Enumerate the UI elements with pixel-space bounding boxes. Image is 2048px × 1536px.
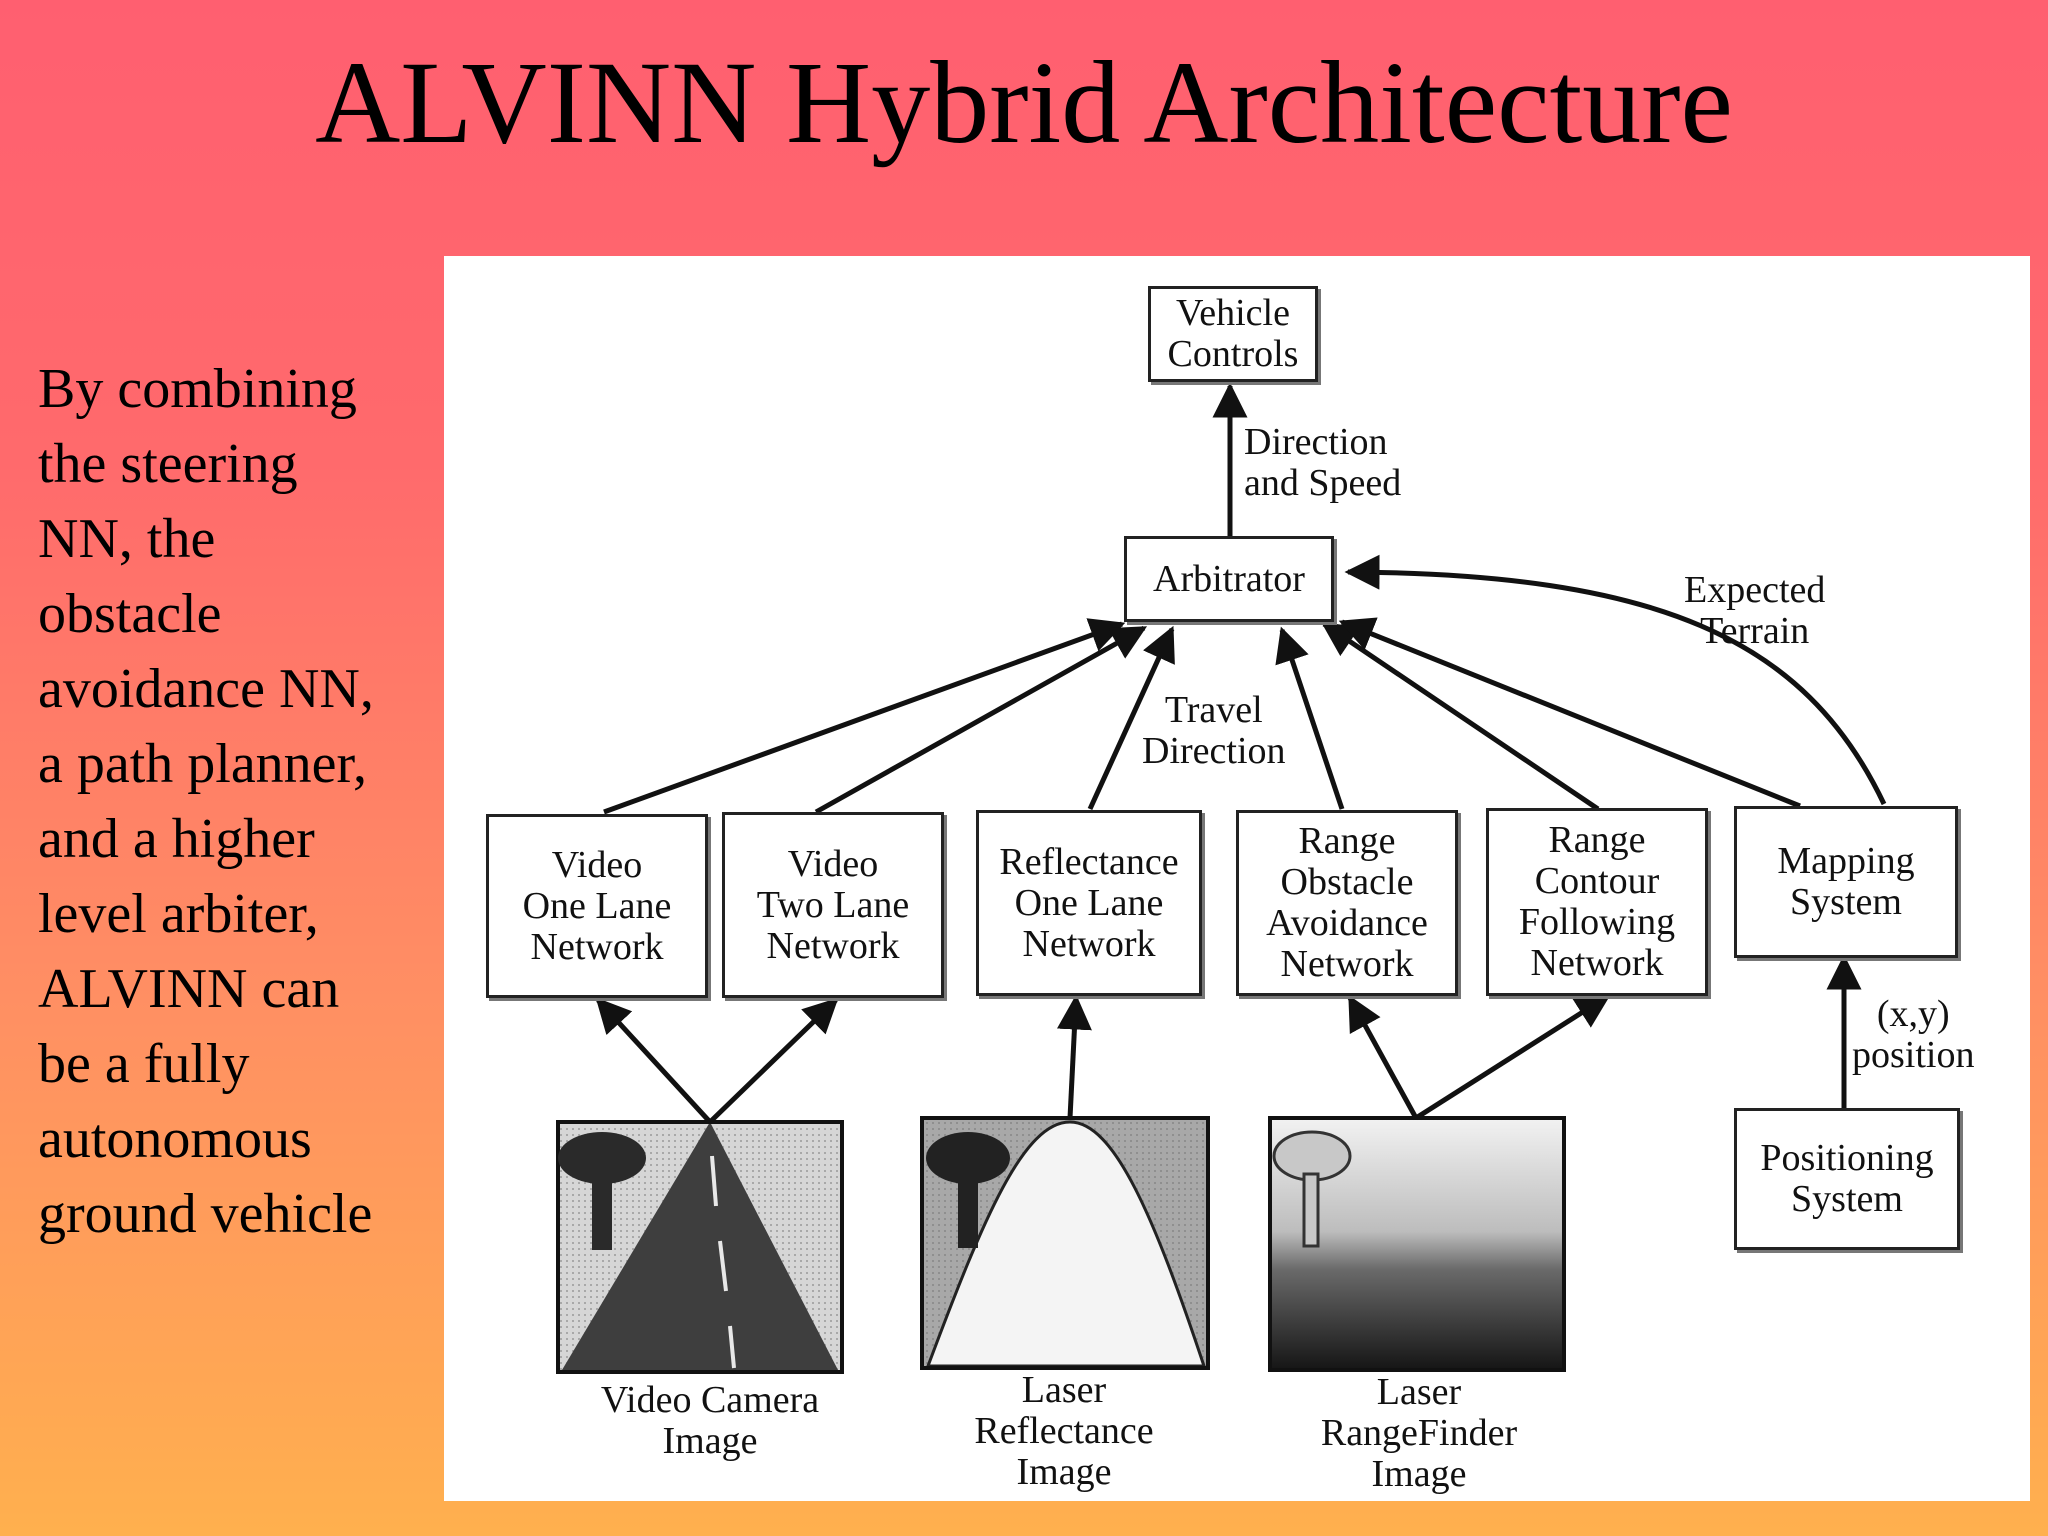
box-label: Arbitrator xyxy=(1153,557,1305,600)
box-label: Positioning xyxy=(1760,1137,1934,1179)
box-label: Obstacle xyxy=(1280,861,1414,903)
box-label: Two Lane xyxy=(756,883,910,926)
box-label: Mapping xyxy=(1777,840,1915,882)
expected-terrain-label: Expected Terrain xyxy=(1684,570,1825,652)
label-line: (x,y) xyxy=(1876,993,1950,1035)
box-label: Network xyxy=(766,924,900,967)
box-label: Avoidance xyxy=(1266,902,1428,944)
arrow-camera-to-video-one xyxy=(595,997,712,1124)
description-line: the steering xyxy=(38,433,298,495)
laser-rangefinder-image xyxy=(1268,1116,1566,1372)
description-line: be a fully xyxy=(38,1033,250,1095)
box-label: Network xyxy=(1280,943,1414,985)
video-camera-image-caption: Video Camera Image xyxy=(580,1380,840,1462)
laser-reflectance-image-caption: Laser Reflectance Image xyxy=(964,1370,1164,1493)
box-label: Range xyxy=(1548,819,1646,861)
diagram-connectors xyxy=(556,382,1887,1374)
description-line: By combining xyxy=(38,358,357,420)
box-label: Reflectance xyxy=(999,840,1179,883)
arrow-reflectance-to-arbitrator xyxy=(1087,625,1175,811)
label-line: Image xyxy=(662,1420,758,1462)
description-line: level arbiter, xyxy=(38,883,319,945)
range-contour-following-network-box: Range Contour Following Network xyxy=(1486,808,1708,996)
label-line: Expected xyxy=(1684,569,1826,611)
xy-position-label: (x,y) position xyxy=(1852,994,1974,1076)
description-line: avoidance NN, xyxy=(38,658,374,720)
video-one-lane-network-box: Video One Lane Network xyxy=(486,814,708,998)
label-line: Laser xyxy=(1021,1369,1107,1411)
box-label: Network xyxy=(1022,922,1156,965)
box-label: Video xyxy=(787,842,879,885)
description-line: obstacle xyxy=(38,583,222,645)
reflectance-one-lane-network-box: Reflectance One Lane Network xyxy=(976,810,1202,996)
description-line: autonomous xyxy=(38,1108,312,1170)
architecture-diagram: Vehicle Controls Arbitrator Video One La… xyxy=(444,256,2030,1501)
label-line: Laser xyxy=(1376,1371,1462,1413)
description-line: NN, the xyxy=(38,508,216,570)
label-line: Image xyxy=(1016,1451,1112,1493)
box-label: Video xyxy=(551,843,643,886)
box-label: Network xyxy=(530,925,664,968)
box-label: One Lane xyxy=(522,884,672,927)
range-obstacle-avoidance-network-box: Range Obstacle Avoidance Network xyxy=(1236,810,1458,996)
laser-rangefinder-image-caption: Laser RangeFinder Image xyxy=(1304,1372,1534,1495)
label-line: and Speed xyxy=(1244,462,1402,504)
direction-and-speed-label: Direction and Speed xyxy=(1244,422,1401,504)
mapping-system-box: Mapping System xyxy=(1734,806,1958,958)
label-line: Terrain xyxy=(1700,610,1810,652)
arrow-camera-to-video-two xyxy=(708,997,839,1124)
box-label: Network xyxy=(1530,942,1664,984)
box-label: System xyxy=(1790,881,1902,923)
box-label: Controls xyxy=(1167,333,1299,375)
label-line: Image xyxy=(1371,1453,1467,1495)
arrow-video-one-to-arbitrator xyxy=(603,618,1126,815)
slide-title: ALVINN Hybrid Architecture xyxy=(315,37,1733,168)
arrow-reflectance-image-to-network xyxy=(1056,994,1092,1119)
box-label: Range xyxy=(1298,820,1396,862)
description-text: By combining the steering NN, the obstac… xyxy=(38,352,428,1252)
arrow-rangefinder-to-obstacle xyxy=(1347,994,1419,1120)
description-line: and a higher xyxy=(38,808,315,870)
box-label: One Lane xyxy=(1014,881,1164,924)
vehicle-controls-box: Vehicle Controls xyxy=(1148,286,1318,382)
label-line: Reflectance xyxy=(974,1410,1154,1452)
label-line: RangeFinder xyxy=(1320,1412,1518,1454)
label-line: Direction xyxy=(1244,421,1388,463)
label-line: Travel xyxy=(1164,689,1263,731)
description-line: a path planner, xyxy=(38,733,367,795)
arrow-range-obstacle-to-arbitrator xyxy=(1275,626,1345,810)
label-line: Video Camera xyxy=(600,1379,820,1421)
box-label: Following xyxy=(1518,901,1676,943)
box-label: Vehicle xyxy=(1176,292,1290,334)
arrow-video-two-to-arbitrator xyxy=(814,625,1148,815)
description-line: ALVINN can xyxy=(38,958,340,1020)
arrow-rangefinder-to-contour xyxy=(1414,993,1611,1121)
arrow-expected-terrain xyxy=(1344,554,1887,806)
positioning-system-box: Positioning System xyxy=(1734,1108,1960,1250)
video-two-lane-network-box: Video Two Lane Network xyxy=(722,812,944,998)
arbitrator-box: Arbitrator xyxy=(1124,536,1334,622)
label-line: position xyxy=(1852,1034,1975,1076)
box-label: System xyxy=(1791,1178,1903,1220)
description-line: ground vehicle xyxy=(38,1183,373,1245)
arrow-mapping-to-arbitrator xyxy=(1338,617,1801,809)
travel-direction-label: Travel Direction xyxy=(1142,690,1286,772)
arrow-range-contour-to-arbitrator xyxy=(1321,621,1600,812)
label-line: Direction xyxy=(1142,730,1286,772)
laser-reflectance-image xyxy=(920,1116,1210,1370)
video-camera-image xyxy=(556,1120,844,1374)
box-label: Contour xyxy=(1534,860,1660,902)
